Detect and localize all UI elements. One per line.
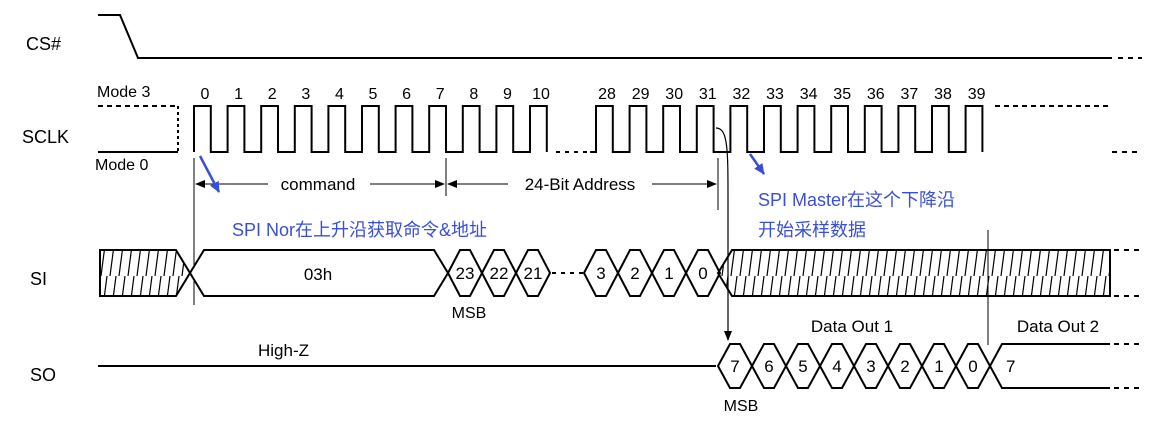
si-address-bit-cell <box>514 249 552 297</box>
clock-edge-number: 39 <box>968 86 986 103</box>
si-address-bit-text: 22 <box>490 264 509 283</box>
si-dont-care-post <box>716 249 1111 297</box>
clock-edge-number: 36 <box>867 86 885 103</box>
clock-edge-number: 31 <box>699 86 717 103</box>
sclk-pulses-28-39 <box>590 105 984 153</box>
so-data-bit-text: 7 <box>730 357 739 376</box>
clock-edge-number: 33 <box>766 86 784 103</box>
sclk-waveform <box>98 105 1142 153</box>
so-data-bit-text: 5 <box>798 357 807 376</box>
so-data-bit-text: 6 <box>764 357 773 376</box>
si-address-high-bits: 23 22 21 <box>446 249 552 297</box>
clock-numbers-group-b: 28 29 30 31 32 33 34 35 36 37 38 39 <box>598 86 985 103</box>
so-waveform: High-Z Data Out 1 Data Out 2 7 6 5 4 3 2 1 0 7 M… <box>98 317 1142 415</box>
si-address-bit-text: 1 <box>664 264 673 283</box>
clock-edge-number: 2 <box>268 86 277 103</box>
master-annotation-line2: 开始采样数据 <box>758 220 866 240</box>
so-data-bit-text: 4 <box>832 357 841 376</box>
clock-edge-number: 35 <box>833 86 851 103</box>
so-data-out-2-cell <box>988 343 1110 389</box>
mode0-label: Mode 0 <box>95 157 148 174</box>
clock-edge-number: 29 <box>632 86 650 103</box>
si-opcode-text: 03h <box>304 265 332 284</box>
master-annotation-arrow <box>748 153 766 175</box>
clock-edge-number: 4 <box>335 86 344 103</box>
clock-edge-number: 0 <box>201 86 210 103</box>
mode3-label: Mode 3 <box>97 84 150 101</box>
sclk-pulses-0-10 <box>193 105 548 153</box>
so-highz-label: High-Z <box>258 341 309 360</box>
address-label: 24-Bit Address <box>525 175 636 194</box>
sclk-label: SCLK <box>22 127 69 147</box>
nor-annotation: SPI Nor在上升沿获取命令&地址 <box>232 220 487 240</box>
master-annotation-line1: SPI Master在这个下降沿 <box>758 190 955 210</box>
address-span: 24-Bit Address <box>447 158 719 210</box>
so-msb-label: MSB <box>724 398 759 415</box>
so-data-bit-text: 0 <box>968 357 977 376</box>
si-label: SI <box>30 269 47 289</box>
clock-edge-number: 3 <box>301 86 310 103</box>
so-data-out-1-label: Data Out 1 <box>811 317 893 336</box>
nor-annotation-arrow <box>198 155 221 193</box>
sample-arrow <box>715 127 732 341</box>
clock-edge-number: 34 <box>800 86 818 103</box>
so-data-bit-text: 2 <box>900 357 909 376</box>
si-dont-care-pre <box>99 249 192 297</box>
si-address-bit-text: 0 <box>698 264 707 283</box>
cs-waveform <box>98 14 1142 59</box>
cs-label: CS# <box>26 34 61 54</box>
so-data-bit-text: 3 <box>866 357 875 376</box>
clock-edge-number: 30 <box>665 86 683 103</box>
clock-edge-number: 1 <box>234 86 243 103</box>
clock-edge-number: 6 <box>402 86 411 103</box>
clock-edge-number: 5 <box>369 86 378 103</box>
so-label: SO <box>30 365 56 385</box>
so-next-bit-text: 7 <box>1006 357 1015 376</box>
clock-edge-number: 9 <box>503 86 512 103</box>
command-label: command <box>281 175 356 194</box>
so-data-bits: 7 6 5 4 3 2 1 0 7 <box>716 343 1110 389</box>
so-data-bit-text: 1 <box>934 357 943 376</box>
si-address-bit-text: 21 <box>524 264 543 283</box>
clock-edge-number: 32 <box>733 86 751 103</box>
clock-edge-number: 28 <box>598 86 616 103</box>
clock-numbers-group-a: 0 1 2 3 4 5 6 7 8 9 10 <box>201 86 550 103</box>
clock-edge-number: 8 <box>469 86 478 103</box>
si-address-bit-text: 3 <box>596 264 605 283</box>
clock-edge-number: 38 <box>934 86 952 103</box>
si-address-bit-text: 2 <box>630 264 639 283</box>
so-data-out-2-label: Data Out 2 <box>1017 317 1099 336</box>
si-address-low-bits: 3 2 1 0 <box>582 249 722 297</box>
si-address-bit-text: 23 <box>456 264 475 283</box>
clock-edge-number: 10 <box>532 86 550 103</box>
clock-edge-number: 37 <box>901 86 919 103</box>
si-msb-label: MSB <box>452 305 487 322</box>
clock-edge-number: 7 <box>436 86 445 103</box>
